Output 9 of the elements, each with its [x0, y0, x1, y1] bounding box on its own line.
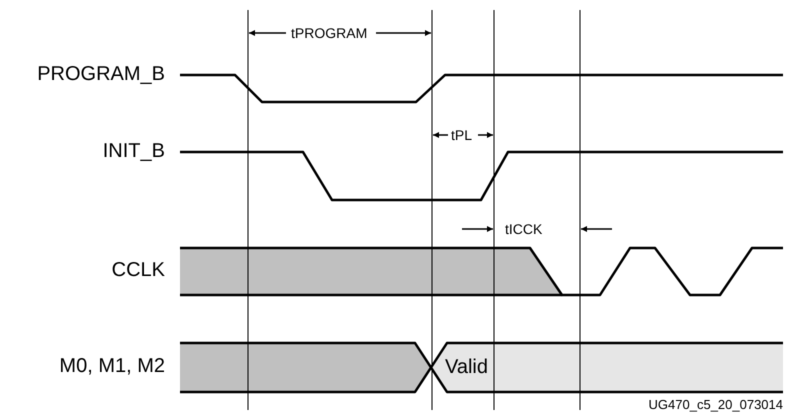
signal-name: CCLK [112, 260, 165, 280]
timing-label: tPL [451, 128, 472, 142]
signal-name: M0, M1, M2 [59, 356, 165, 376]
bus-value-label: Valid [445, 357, 488, 377]
signal-name: PROGRAM_B [37, 64, 165, 84]
timing-label: tPROGRAM [291, 26, 368, 40]
timing-label: tICCK [505, 222, 542, 236]
signal-name: INIT_B [102, 141, 165, 161]
figure-id: UG470_c5_20_073014 [648, 398, 783, 411]
